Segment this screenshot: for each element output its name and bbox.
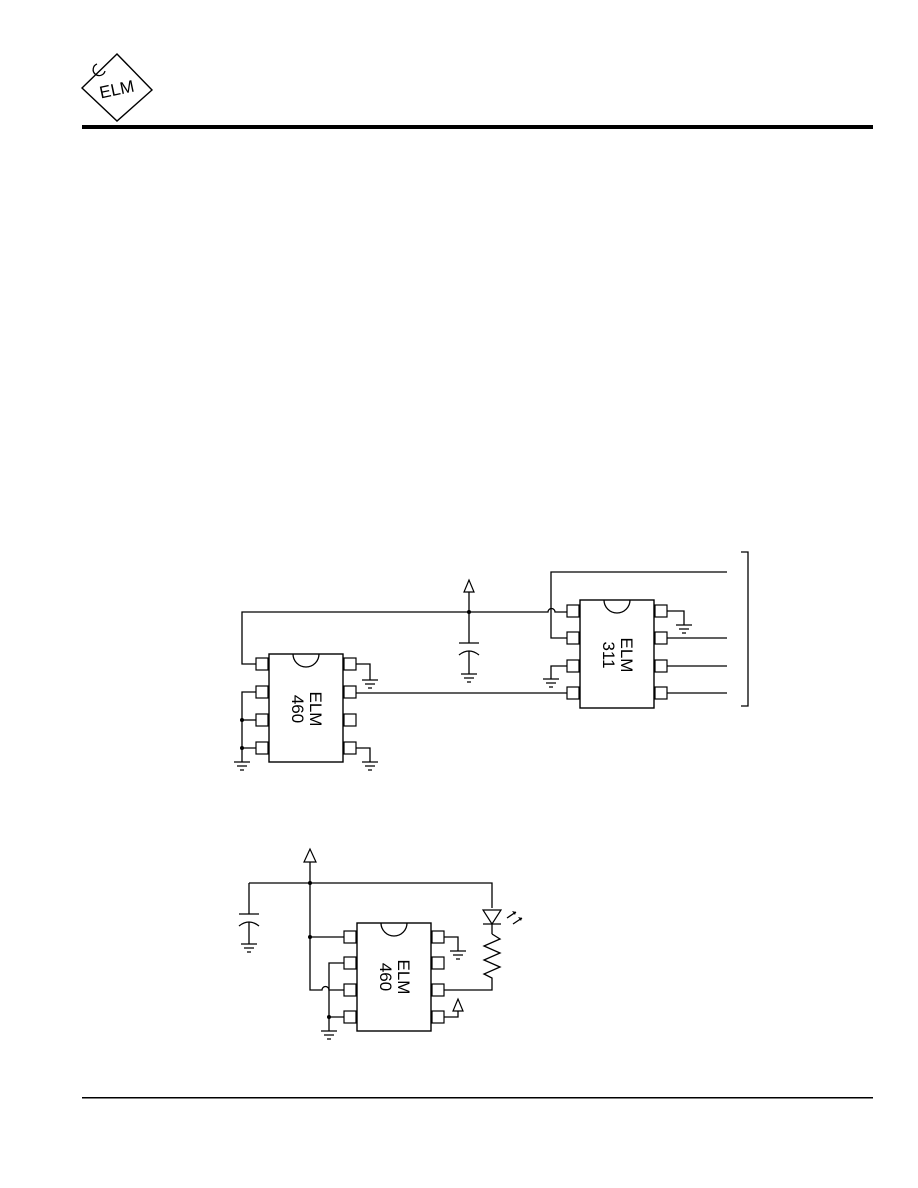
ground-icon — [362, 761, 378, 771]
chip-label-line2: 460 — [376, 963, 395, 991]
footer-rule — [82, 1097, 873, 1099]
resistor-icon — [444, 933, 502, 991]
ground-icon — [241, 943, 257, 953]
wiring-1 — [234, 551, 749, 771]
ground-icon — [450, 950, 466, 960]
ground-icon — [321, 1030, 337, 1040]
supply-arrow-icon — [463, 578, 475, 593]
chip-label-line1: ELM — [306, 692, 325, 727]
ground-icon — [543, 678, 559, 688]
chip-label-line1: ELM — [617, 638, 636, 673]
chip-elm460-left: ELM 460 — [255, 653, 357, 763]
ground-icon — [234, 761, 250, 771]
elm-logo-icon: ELM — [80, 53, 154, 122]
supply-arrow-icon — [303, 847, 317, 863]
circuit-diagram-2: ELM 460 — [238, 847, 523, 1040]
circuit-diagram-1: ELM 460 ELM 311 — [234, 551, 749, 771]
led-icon — [481, 909, 503, 926]
header-rule — [82, 125, 873, 129]
supply-arrow-icon — [452, 997, 464, 1012]
ground-icon — [676, 624, 692, 634]
chip-label-line2: 311 — [599, 641, 618, 668]
chip-elm311: ELM 311 — [566, 599, 668, 709]
ground-icon — [461, 673, 477, 683]
ground-icon — [362, 679, 378, 689]
connector-bracket — [741, 551, 749, 707]
chip-label-line1: ELM — [394, 960, 413, 995]
chip-elm460-bottom: ELM 460 — [343, 922, 445, 1032]
chip-label-line2: 460 — [288, 695, 307, 723]
wiring-2 — [238, 847, 523, 1040]
